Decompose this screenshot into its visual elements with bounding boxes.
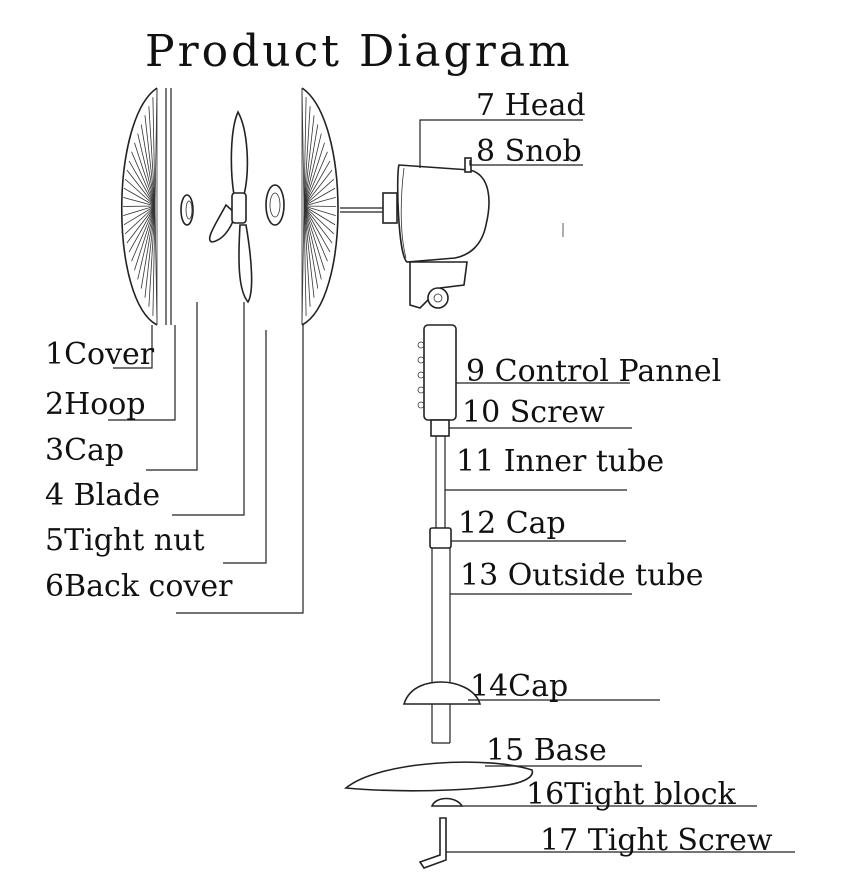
grill-spoke — [144, 205, 156, 298]
label-cap-12: 12 Cap — [458, 506, 566, 541]
grill-spoke — [140, 205, 156, 289]
grill-spoke — [303, 169, 333, 207]
right-leader-lines — [419, 119, 795, 853]
base-cap-part — [402, 681, 482, 705]
label-back-cover: 6Back cover — [45, 569, 233, 604]
grill-spoke — [303, 160, 331, 207]
label-inner-tube: 11 Inner tube — [456, 444, 664, 479]
grill-spoke — [303, 205, 336, 226]
label-cap-14: 14Cap — [470, 669, 568, 704]
label-tight-nut: 5Tight nut — [45, 523, 205, 558]
grill-spoke — [303, 106, 311, 207]
grill-spoke — [124, 178, 156, 207]
grill-spoke — [126, 169, 156, 207]
grill-spoke — [303, 205, 336, 216]
grill-spoke — [134, 205, 156, 271]
screw-part — [430, 419, 450, 437]
label-control-pannel: 9 Control Pannel — [466, 354, 721, 389]
grill-spoke — [303, 205, 325, 271]
front-cover-part — [120, 87, 158, 326]
grill-spoke — [303, 196, 336, 207]
grill-spoke — [303, 151, 328, 207]
tight-screw-part — [418, 817, 447, 869]
grill-spoke — [303, 142, 325, 207]
grill-spoke — [154, 205, 158, 326]
grill-spoke — [134, 142, 156, 207]
grill-spoke — [303, 187, 336, 207]
grill-spoke — [123, 205, 156, 226]
grill-spoke — [126, 205, 156, 244]
grill-spoke — [123, 187, 156, 207]
grill-spoke — [152, 97, 156, 207]
grill-spoke — [123, 196, 156, 207]
cap-part — [180, 194, 194, 226]
tube-cap-part — [429, 527, 452, 549]
back-cover-part — [301, 87, 339, 326]
grill-spoke — [131, 151, 156, 207]
base-part — [343, 761, 534, 792]
label-outside-tube: 13 Outside tube — [460, 558, 704, 593]
blade-part — [208, 110, 253, 304]
label-tight-block: 16Tight block — [526, 777, 737, 812]
grill-spoke — [303, 205, 335, 235]
grill-spoke — [301, 205, 305, 326]
grill-spoke — [124, 205, 156, 235]
grill-spoke — [154, 87, 158, 207]
grill-spoke — [131, 205, 156, 262]
grill-spoke — [303, 133, 322, 207]
grill-spoke — [303, 205, 311, 307]
label-base: 15 Base — [486, 733, 607, 768]
hoop-part — [165, 88, 172, 325]
label-tight-screw: 17 Tight Screw — [540, 823, 773, 858]
grill-spoke — [303, 205, 331, 253]
grill-spoke — [301, 87, 305, 207]
head-part — [340, 157, 490, 263]
grill-spoke — [122, 205, 156, 207]
outside-tube-part — [431, 548, 451, 744]
label-blade: 4 Blade — [45, 478, 160, 513]
control-panel-part — [417, 324, 457, 421]
grill-spoke — [144, 115, 156, 207]
grill-spoke — [137, 205, 156, 280]
grill-spoke — [140, 124, 156, 207]
tight-nut-part — [265, 184, 285, 226]
grill-spoke — [148, 205, 156, 307]
inner-tube-part — [435, 436, 446, 528]
label-screw: 10 Screw — [462, 395, 605, 430]
grill-spoke — [152, 205, 156, 316]
grill-spoke — [137, 133, 156, 207]
left-leader-lines — [108, 302, 304, 614]
grill-spoke — [303, 205, 315, 298]
neck-joint-part — [409, 261, 468, 309]
grill-spoke — [128, 205, 156, 253]
label-head: 7 Head — [476, 88, 586, 123]
grill-spoke — [303, 205, 307, 316]
grill-spoke — [303, 205, 319, 289]
diagram-title: Product Diagram — [145, 26, 573, 77]
grill-spoke — [303, 115, 315, 207]
grill-spoke — [303, 97, 307, 207]
grill-spoke — [303, 205, 328, 262]
grill-spoke — [128, 160, 156, 207]
label-cover: 1Cover — [45, 337, 155, 372]
grill-spoke — [148, 106, 156, 207]
grill-spoke — [303, 205, 333, 244]
label-snob: 8 Snob — [476, 134, 582, 169]
grill-spoke — [123, 205, 156, 216]
label-hoop: 2Hoop — [45, 387, 146, 422]
grill-spoke — [303, 205, 337, 207]
grill-spoke — [303, 178, 335, 207]
grill-spoke — [303, 205, 322, 280]
tight-block-part — [430, 797, 464, 807]
label-cap-3: 3Cap — [45, 433, 124, 468]
grill-spoke — [303, 124, 319, 207]
